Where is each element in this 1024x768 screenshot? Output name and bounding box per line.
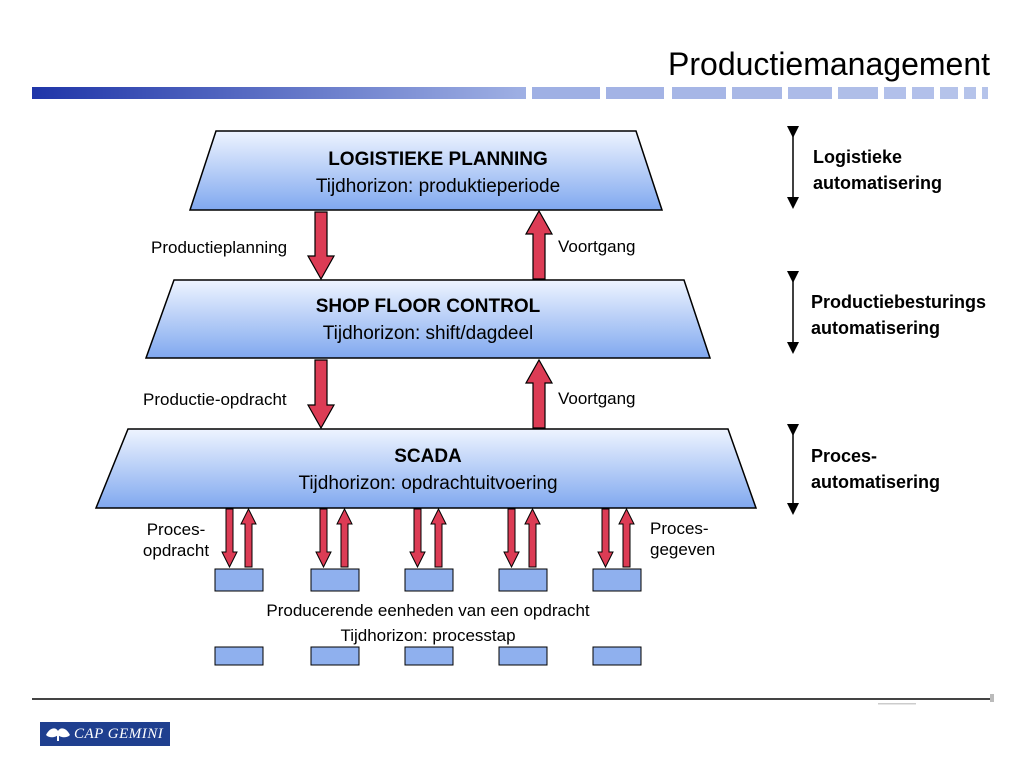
flow-label-productieplanning: Productieplanning — [151, 238, 288, 257]
arrow-up-voortgang-1 — [524, 209, 554, 280]
level-3-horizon: Tijdhorizon: opdrachtuitvoering — [298, 473, 558, 494]
automation-label-2-line1: Productiebesturings — [811, 292, 987, 312]
level-1-name: LOGISTIEKE PLANNING — [328, 149, 548, 170]
footer-divider-shadow — [990, 694, 994, 702]
flow-label-voortgang-1: Voortgang — [558, 237, 636, 256]
flow-label-voortgang-2: Voortgang — [558, 389, 636, 408]
shop-floor-control-box — [144, 279, 712, 359]
spade-logo-icon — [46, 728, 70, 741]
footer-divider-accent — [878, 703, 916, 705]
cap-gemini-logo: CAP GEMINI — [40, 722, 170, 746]
unit-1 — [214, 507, 264, 666]
automation-label-3-line1: Proces- — [811, 446, 878, 466]
automation-label-2-line2: automatisering — [811, 318, 941, 338]
unit-5 — [592, 507, 642, 666]
unit-3 — [404, 507, 454, 666]
level-3-name: SCADA — [394, 446, 462, 467]
level-1-horizon: Tijdhorizon: produktieperiode — [315, 176, 561, 197]
scada-box — [94, 428, 758, 509]
logistieke-planning-box — [188, 130, 664, 211]
level-2-name: SHOP FLOOR CONTROL — [315, 296, 541, 317]
flow-label-proces-opdracht: Proces- opdracht — [142, 520, 210, 560]
header-band — [32, 87, 988, 99]
level-2-horizon: Tijdhorizon: shift/dagdeel — [322, 323, 534, 344]
arrow-down-productie-opdracht — [306, 359, 336, 430]
flow-label-productie-opdracht: Productie-opdracht — [143, 390, 287, 409]
arrow-down-productieplanning — [306, 211, 336, 281]
unit-2 — [310, 507, 360, 666]
units-label-line2: Tijdhorizon: processtap — [340, 626, 516, 645]
units-label-line1: Producerende eenheden van een opdracht — [266, 601, 590, 620]
automation-label-1-line1: Logistieke — [813, 147, 903, 167]
arrow-up-voortgang-2 — [524, 358, 554, 429]
unit-4 — [498, 507, 548, 666]
flow-label-proces-gegeven: Proces- gegeven — [650, 519, 716, 559]
page-title: Productiemanagement — [668, 46, 990, 82]
footer-divider — [32, 698, 990, 700]
logo-text: CAP GEMINI — [74, 726, 164, 742]
automation-label-3-line2: automatisering — [811, 472, 941, 492]
automation-label-1-line2: automatisering — [813, 173, 943, 193]
